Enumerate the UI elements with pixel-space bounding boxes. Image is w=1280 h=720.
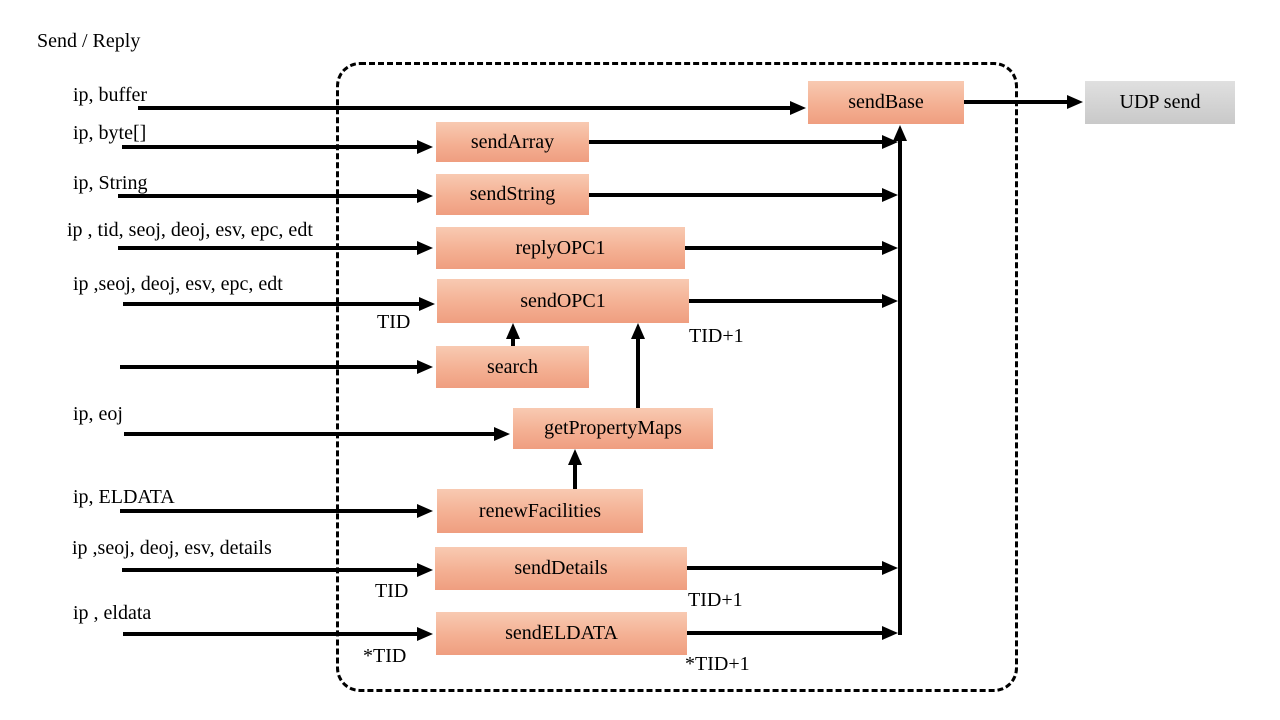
tid-label-sendeldata-out: *TID+1 bbox=[685, 653, 750, 675]
node-sendarray: sendArray bbox=[436, 122, 589, 162]
tid-label-senddetails-out: TID+1 bbox=[688, 589, 743, 611]
node-sendopc1: sendOPC1 bbox=[437, 279, 689, 323]
tid-label-sendeldata-in: *TID bbox=[363, 645, 407, 667]
input-label-ip-eldata-upper: ip, ELDATA bbox=[73, 486, 175, 508]
arrow-collector-to-sendbase bbox=[893, 125, 907, 635]
arrow-sendeldata-to-collector bbox=[687, 626, 898, 640]
input-label-ip-seoj-deoj-esv-details: ip ,seoj, deoj, esv, details bbox=[72, 537, 272, 559]
input-label-ip-byte-array: ip, byte[] bbox=[73, 122, 147, 144]
arrow-search-to-sendopc1 bbox=[506, 323, 520, 346]
arrow-ip-buffer-to-sendbase bbox=[138, 101, 806, 115]
input-label-ip-buffer: ip, buffer bbox=[73, 84, 148, 106]
arrow-ip-eldata-to-renewfacilities bbox=[120, 504, 433, 518]
arrow-params-to-sendopc1 bbox=[123, 297, 435, 311]
input-label-ip-eldata-lower: ip , eldata bbox=[73, 602, 152, 624]
node-renewfacilities: renewFacilities bbox=[437, 489, 643, 533]
module-boundary-frame bbox=[336, 62, 1018, 692]
arrow-ip-eldata-to-sendeldata bbox=[123, 627, 433, 641]
arrow-sendstring-to-collector bbox=[589, 188, 898, 202]
node-search: search bbox=[436, 346, 589, 388]
arrow-senddetails-to-collector bbox=[687, 561, 898, 575]
input-label-ip-eoj: ip, eoj bbox=[73, 403, 123, 425]
input-label-ip-tid-seoj-deoj-esv-epc-edt: ip , tid, seoj, deoj, esv, epc, edt bbox=[67, 219, 313, 241]
arrow-ip-bytearray-to-sendarray bbox=[122, 140, 433, 154]
input-label-ip-seoj-deoj-esv-epc-edt: ip ,seoj, deoj, esv, epc, edt bbox=[73, 273, 283, 295]
arrow-params-to-replyopc1 bbox=[118, 241, 433, 255]
arrow-params-to-senddetails bbox=[122, 563, 433, 577]
arrow-sendbase-to-udp-send bbox=[964, 95, 1083, 109]
arrow-ip-eoj-to-getpropertymaps bbox=[124, 427, 510, 441]
arrow-ip-string-to-sendstring bbox=[118, 189, 433, 203]
tid-label-sendopc1-out: TID+1 bbox=[689, 325, 744, 347]
arrow-renewfacilities-to-getpropertymaps bbox=[568, 449, 582, 489]
arrow-sendopc1-to-collector bbox=[689, 294, 898, 308]
node-sendstring: sendString bbox=[436, 174, 589, 215]
node-getpropertymaps: getPropertyMaps bbox=[513, 408, 713, 449]
node-sendeldata: sendELDATA bbox=[436, 612, 687, 655]
node-sendbase: sendBase bbox=[808, 81, 964, 124]
node-udp-send: UDP send bbox=[1085, 81, 1235, 124]
node-replyopc1: replyOPC1 bbox=[436, 227, 685, 269]
input-label-ip-string: ip, String bbox=[73, 172, 148, 194]
tid-label-senddetails-in: TID bbox=[375, 580, 409, 602]
arrow-getpropertymaps-to-sendopc1 bbox=[631, 323, 645, 408]
diagram-title: Send / Reply bbox=[37, 30, 141, 52]
node-senddetails: sendDetails bbox=[435, 547, 687, 590]
tid-label-sendopc1-in: TID bbox=[377, 311, 411, 333]
arrow-to-search bbox=[120, 360, 433, 374]
arrow-replyopc1-to-collector bbox=[685, 241, 898, 255]
arrow-sendarray-to-collector bbox=[589, 135, 898, 149]
